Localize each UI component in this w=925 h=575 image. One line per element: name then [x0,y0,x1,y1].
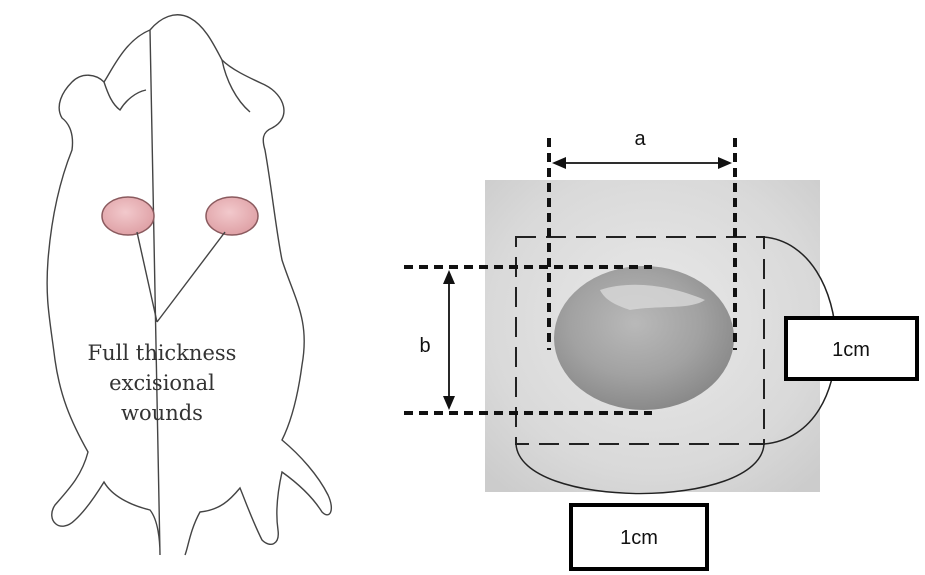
scale-label-right: 1cm [832,339,870,361]
wound-right [206,197,258,235]
wound-left [102,197,154,235]
pointer-line-right [157,232,225,322]
wound-label-line-3: wounds [121,401,203,425]
mouse-illustration: Full thickness excisional wounds [47,15,331,555]
wound-label-line-2: excisional [109,371,215,395]
dim-b-arrowhead-top [443,270,455,284]
scale-label-bottom: 1cm [620,527,658,549]
wound-photo-panel: a b 1cm 1cm [404,128,917,569]
mouse-ear-left [104,82,146,110]
dim-b-label: b [419,335,430,357]
mouse-outline [47,15,331,555]
dim-a-arrowhead-right [718,157,732,169]
dim-a-arrowhead-left [552,157,566,169]
mouse-ear-right [222,60,250,112]
dim-a-label: a [634,128,646,150]
wound-label-line-1: Full thickness [88,341,237,365]
dim-b-arrowhead-bottom [443,396,455,410]
